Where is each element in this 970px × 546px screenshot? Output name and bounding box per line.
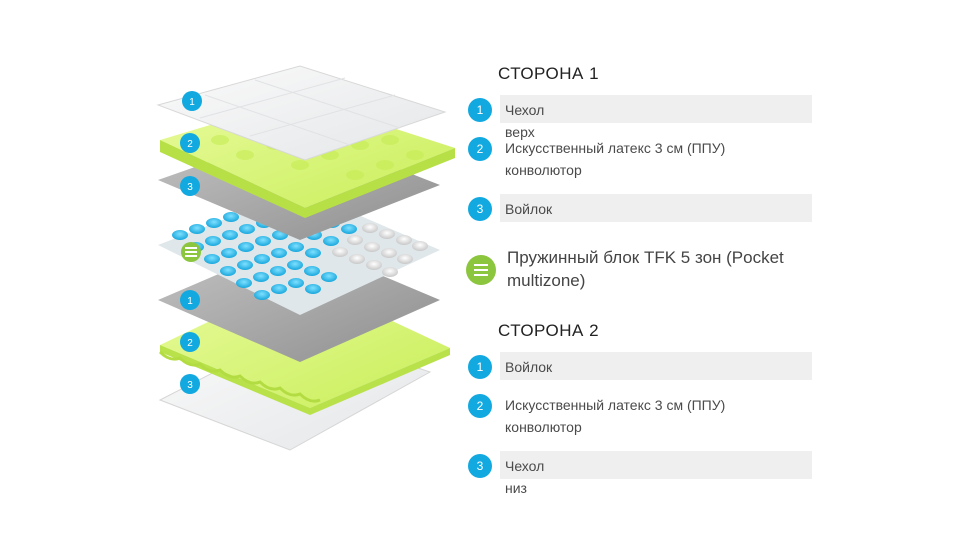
- row-background: [500, 194, 812, 222]
- side1-title: СТОРОНА 1: [498, 64, 600, 83]
- side2-title: СТОРОНА 2: [498, 321, 600, 340]
- row-background: [500, 95, 812, 123]
- svg-text:1: 1: [189, 97, 195, 108]
- number-badge: 1: [468, 355, 492, 379]
- item-label: Чехол низ: [505, 458, 545, 496]
- number-badge: 2: [468, 394, 492, 418]
- number-badge: 2: [468, 137, 492, 161]
- item-label: Искусственный латекс 3 см (ППУ) конволют…: [505, 397, 726, 435]
- svg-text:2: 2: [187, 139, 193, 150]
- item-label: Искусственный латекс 3 см (ППУ) конволют…: [505, 140, 726, 178]
- spring-block-icon: [466, 255, 496, 285]
- item-label: Войлок: [505, 359, 553, 375]
- number-badge: 3: [468, 197, 492, 221]
- item-label: Войлок: [505, 201, 553, 217]
- svg-text:1: 1: [187, 296, 193, 307]
- svg-text:3: 3: [187, 380, 193, 391]
- row-background: [500, 451, 812, 479]
- illustration-markers: 1 2 3 1 2 3: [180, 91, 202, 394]
- marker-bottom-3: [180, 374, 200, 394]
- marker-top-3: [180, 176, 200, 196]
- spring-block-label: Пружинный блок TFK 5 зон (Pocket multizo…: [507, 248, 784, 290]
- top-cover-layer: [156, 65, 447, 161]
- marker-bottom-2: [180, 332, 200, 352]
- svg-text:2: 2: [187, 338, 193, 349]
- marker-top-1: [182, 91, 202, 111]
- marker-top-2: [180, 133, 200, 153]
- number-badge: 3: [468, 454, 492, 478]
- row-background: [500, 352, 812, 380]
- item-label: Чехол верх: [505, 102, 545, 140]
- number-badge: 1: [468, 98, 492, 122]
- svg-text:3: 3: [187, 182, 193, 193]
- marker-bottom-1: [180, 290, 200, 310]
